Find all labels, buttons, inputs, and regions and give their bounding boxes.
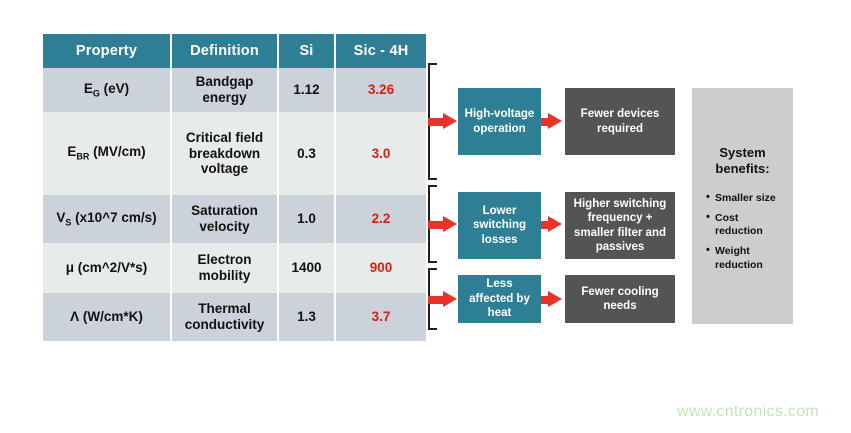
arrow-cause-to-effect-2 bbox=[533, 216, 563, 232]
system-benefits-list: Smaller sizeCostreductionWeightreduction bbox=[706, 191, 788, 279]
cell-property: Λ (W/cm*K) bbox=[43, 293, 172, 341]
cell-property: μ (cm^2/V*s) bbox=[43, 243, 172, 293]
arrow-head bbox=[548, 113, 562, 129]
arrow-shaft bbox=[533, 220, 551, 229]
cell-sic-value: 3.26 bbox=[334, 68, 426, 112]
cell-property: VS (x10^7 cm/s) bbox=[43, 195, 172, 243]
arrow-head bbox=[443, 291, 457, 307]
arrow-cause-to-effect-3 bbox=[533, 291, 563, 307]
arrow-table-to-cause-2 bbox=[428, 216, 458, 232]
cell-sic-value: 3.0 bbox=[334, 112, 426, 195]
arrow-table-to-cause-1 bbox=[428, 113, 458, 129]
arrow-shaft bbox=[533, 295, 551, 304]
cell-si-value: 1.3 bbox=[277, 293, 336, 341]
cell-sic-value: 2.2 bbox=[334, 195, 426, 243]
cell-sic-value: 3.7 bbox=[334, 293, 426, 341]
cell-property: EBR (MV/cm) bbox=[43, 112, 172, 195]
table-header-row: Property Definition Si Sic - 4H bbox=[43, 34, 426, 68]
arrow-shaft bbox=[533, 117, 551, 126]
property-subscript: BR bbox=[76, 152, 90, 163]
arrow-head bbox=[548, 216, 562, 232]
site-watermark: www.cntronics.com bbox=[677, 403, 820, 420]
table-header-property: Property bbox=[43, 34, 172, 68]
cell-si-value: 0.3 bbox=[277, 112, 336, 195]
property-subscript: S bbox=[65, 217, 72, 228]
arrow-head bbox=[548, 291, 562, 307]
cell-si-value: 1400 bbox=[277, 243, 336, 293]
arrow-head bbox=[443, 113, 457, 129]
table-header-definition: Definition bbox=[170, 34, 279, 68]
table-header-sic: Sic - 4H bbox=[334, 34, 426, 68]
table-header-si: Si bbox=[277, 34, 336, 68]
cell-property: EG (eV) bbox=[43, 68, 172, 112]
cell-si-value: 1.0 bbox=[277, 195, 336, 243]
arrow-head bbox=[443, 216, 457, 232]
benefit-item: Smaller size bbox=[706, 191, 788, 205]
arrow-shaft bbox=[428, 295, 446, 304]
arrow-shaft bbox=[428, 117, 446, 126]
arrow-cause-to-effect-1 bbox=[533, 113, 563, 129]
cell-sic-value: 900 bbox=[334, 243, 426, 293]
arrow-shaft bbox=[428, 220, 446, 229]
property-subscript: G bbox=[92, 88, 100, 99]
material-comparison-table: Property Definition Si Sic - 4H EG (eV)B… bbox=[43, 34, 426, 341]
arrow-table-to-cause-3 bbox=[428, 291, 458, 307]
cell-si-value: 1.12 bbox=[277, 68, 336, 112]
